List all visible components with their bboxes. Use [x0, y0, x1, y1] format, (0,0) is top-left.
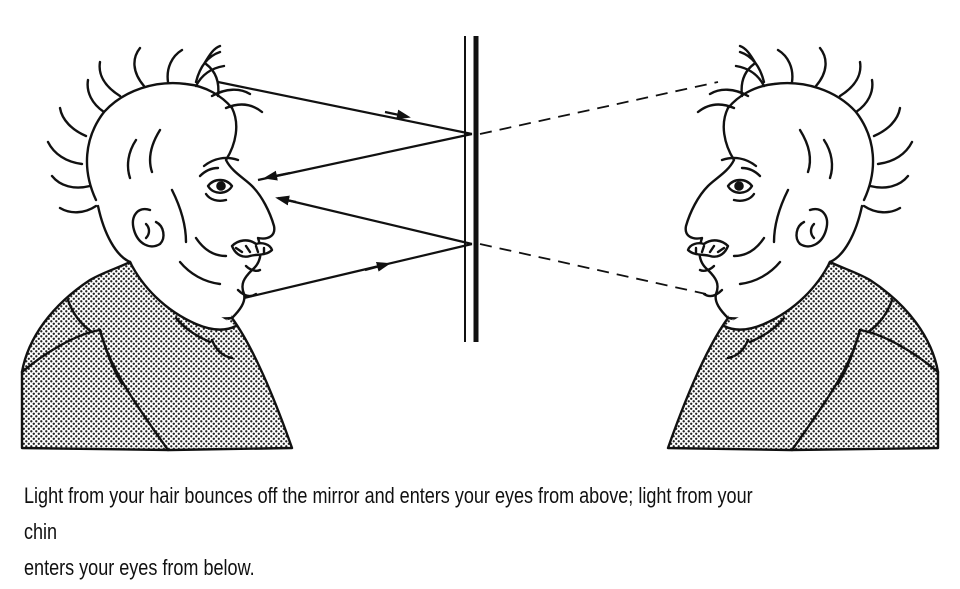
figure-caption: Light from your hair bounces off the mir…: [24, 478, 762, 586]
virtual-rays: [479, 81, 719, 295]
caption-line-1: Light from your hair bounces off the mir…: [24, 483, 753, 544]
caption-line-2: enters your eyes from below.: [24, 555, 255, 580]
reflection-figure: [666, 44, 940, 452]
mirror-reflection-diagram: [20, 36, 940, 452]
viewer-figure: [20, 44, 294, 452]
light-rays: [217, 80, 473, 300]
mirror: [464, 36, 479, 342]
